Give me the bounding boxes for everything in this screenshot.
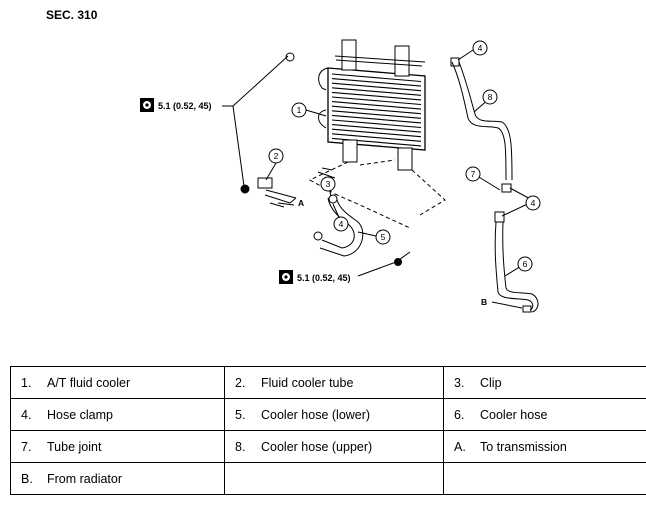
legend-item-number: 4. [21, 407, 32, 422]
cooler-fin [331, 82, 422, 92]
legend-item-number: 7. [21, 439, 32, 454]
cooler-fin [331, 96, 422, 106]
legend-item-text: Clip [480, 375, 502, 390]
legend-item-text: Cooler hose [480, 407, 548, 422]
legend-cell: 5. Cooler hose (lower) [224, 398, 444, 431]
legend-cell: 2. Fluid cooler tube [224, 366, 444, 399]
legend-cell: 6. Cooler hose [443, 398, 646, 431]
legend-item-number: 6. [454, 407, 465, 422]
section-label: SEC. 310 [46, 8, 98, 22]
legend-item-number: 2. [235, 375, 246, 390]
legend-cell: 1. A/T fluid cooler [10, 366, 225, 399]
callout-3: 3 [326, 179, 331, 189]
torque-spec-lower: 5.1 (0.52, 45) [297, 273, 351, 283]
cooler-fin [331, 128, 422, 138]
callout-8: 8 [488, 92, 493, 102]
upper-hose-drawing [450, 57, 513, 181]
letter-a: A [298, 198, 304, 208]
legend-cell: A. To transmission [443, 430, 646, 463]
legend-item-text: From radiator [47, 471, 123, 486]
torque-spec-upper: 5.1 (0.52, 45) [158, 101, 212, 111]
legend-cell: 8. Cooler hose (upper) [224, 430, 444, 463]
legend-item-number: 1. [21, 375, 32, 390]
cooler-fin [331, 105, 422, 115]
callout-4-top: 4 [478, 43, 483, 53]
cooler-fin [331, 73, 422, 83]
parts-legend-table: 1. A/T fluid cooler 2. Fluid cooler tube 3. C… [10, 366, 646, 495]
cooler-fin [331, 78, 422, 87]
cooler-fin [331, 133, 422, 142]
legend-cell: B. From radiator [10, 462, 225, 495]
legend-row: 1. A/T fluid cooler 2. Fluid cooler tube 3. C… [10, 366, 646, 399]
bottom-bolt-drawing [394, 251, 411, 266]
legend-cell [224, 462, 444, 495]
cooler-fin [331, 110, 422, 119]
torque-icon [140, 98, 154, 112]
legend-row: B. From radiator [10, 462, 646, 495]
legend-cell: 3. Clip [443, 366, 646, 399]
legend-item-number: B. [21, 471, 33, 486]
legend-item-number: 5. [235, 407, 246, 422]
cooler-fin [331, 91, 422, 101]
legend-cell: 4. Hose clamp [10, 398, 225, 431]
legend-item-number: 3. [454, 375, 465, 390]
cooler-fin [331, 101, 422, 110]
callout-1: 1 [297, 105, 302, 115]
legend-row: 7. Tube joint 8. Cooler hose (upper) A. To tr… [10, 430, 646, 463]
legend-item-text: To transmission [480, 439, 567, 454]
legend-cell: 7. Tube joint [10, 430, 225, 463]
torque-icon [279, 270, 293, 284]
callout-4-left: 4 [339, 219, 344, 229]
legend-row: 4. Hose clamp 5. Cooler hose (lower) 6. Coole… [10, 398, 646, 431]
legend-item-text: A/T fluid cooler [47, 375, 131, 390]
fluid-tube-drawing [308, 159, 446, 229]
legend-item-text: Tube joint [47, 439, 102, 454]
cooler-fin [331, 124, 422, 133]
left-bolt-drawing [240, 177, 297, 208]
legend-item-text: Cooler hose (lower) [261, 407, 371, 422]
callout-7: 7 [471, 169, 476, 179]
legend-item-number: 8. [235, 439, 246, 454]
callout-6: 6 [523, 259, 528, 269]
legend-item-number: A. [454, 439, 466, 454]
legend-item-text: Hose clamp [47, 407, 113, 422]
callout-4-right: 4 [531, 198, 536, 208]
legend-item-text: Fluid cooler tube [261, 375, 354, 390]
legend-item-text: Cooler hose (upper) [261, 439, 373, 454]
callout-5: 5 [381, 232, 386, 242]
cooler-fin [331, 119, 422, 129]
cooler-fin [331, 87, 422, 96]
letter-b: B [481, 297, 487, 307]
legend-cell [443, 462, 646, 495]
fluid-cooler-drawing [285, 39, 426, 171]
cooler-diagram: 5.1 (0.52, 45) 5.1 (0.52, 45) 1 2 3 4 4 … [140, 39, 541, 313]
callout-2: 2 [274, 151, 279, 161]
cooler-fin [331, 114, 422, 124]
